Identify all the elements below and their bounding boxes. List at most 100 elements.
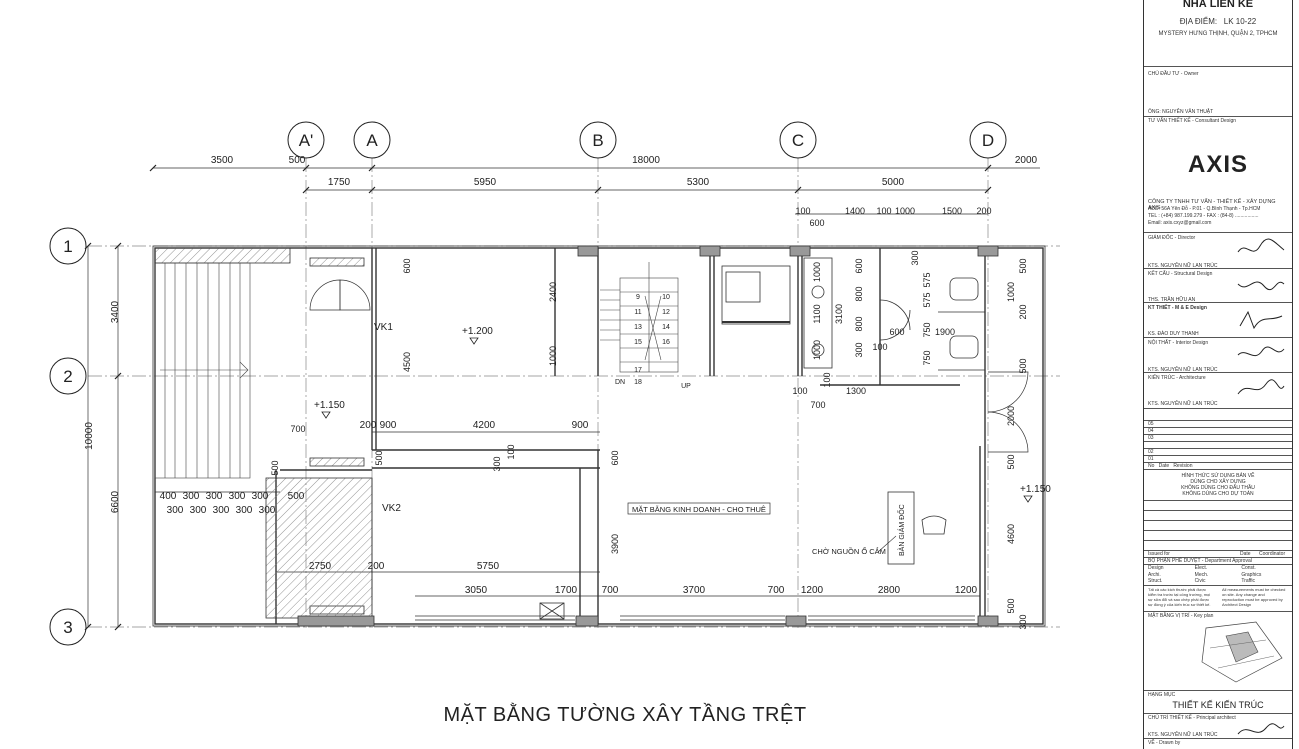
- dim-misc-600c: 600: [854, 258, 864, 273]
- dim-mid-900b: 900: [572, 420, 589, 431]
- dim-tread-300c: 300: [229, 491, 246, 502]
- signature-icon: [1237, 379, 1285, 395]
- grid-label-3: 3: [63, 618, 72, 637]
- dim-seg-5950: 5950: [474, 177, 497, 188]
- role-4-person: KTS. NGUYỄN NỮ LAN TRÚC: [1148, 401, 1218, 407]
- rev-01: 01: [1148, 456, 1154, 462]
- dim-misc-3100: 3100: [834, 304, 844, 324]
- elevator: [721, 265, 791, 325]
- dim-tread-300a: 300: [183, 491, 200, 502]
- company-email: Email: axis.cxyz@gmail.com: [1148, 220, 1212, 226]
- dim-left-10000: 10000: [84, 422, 95, 450]
- dim-misc-200: 200: [1018, 304, 1028, 319]
- dim-misc-1000d: 1000: [1006, 282, 1016, 302]
- dimension-ticks: [84, 164, 992, 631]
- dim-misc-1300: 1300: [846, 386, 866, 396]
- dept-approval: BỘ PHẬN PHÊ DUYỆT - Department Approval: [1148, 558, 1252, 564]
- dim-wc-600: 600: [809, 218, 824, 228]
- dim-misc-500e: 500: [1006, 454, 1016, 469]
- drawing-label: HẠNG MỤC: [1148, 692, 1176, 698]
- svg-text:BÀN GIÁM ĐỐC: BÀN GIÁM ĐỐC: [896, 504, 906, 556]
- grid-label-1: 1: [63, 237, 72, 256]
- dim-misc-500c: 500: [1018, 258, 1028, 273]
- dim-left-6600: 6600: [110, 490, 121, 513]
- dim-wc-100a: 100: [795, 206, 810, 216]
- grid-label-2: 2: [63, 367, 72, 386]
- dim-tread-300d: 300: [252, 491, 269, 502]
- internal-stair: [600, 262, 679, 373]
- grid-label-a: A: [366, 131, 378, 150]
- consultant-label: TƯ VẤN THIẾT KẾ - Consultant Design: [1148, 118, 1237, 124]
- dim-misc-2000: 2000: [1006, 406, 1016, 426]
- issued-row: Issued for Date Coordinator: [1144, 550, 1292, 558]
- dim-left-3400: 3400: [110, 300, 121, 323]
- dept-cells: Design Elect. Const. Archi. Mech. Graphi…: [1144, 564, 1292, 585]
- company-address: ADD: 56A Yên Đỗ - P.01 - Q.Bình Thạnh - …: [1148, 206, 1261, 212]
- grid-label-a-prime: A': [299, 131, 314, 150]
- wc-fixtures: [803, 257, 985, 371]
- role-1-title: KẾT CẤU - Structural Design: [1148, 271, 1213, 277]
- dim-misc-3900: 3900: [610, 534, 620, 554]
- dim-bot-3050: 3050: [465, 585, 488, 596]
- dim-misc-600a: 600: [402, 258, 412, 273]
- dim-wc-1500: 1500: [942, 206, 962, 216]
- zone-label-box: [627, 502, 771, 515]
- dept-traffic: Traffic: [1241, 578, 1255, 584]
- dept-elect: Elect.: [1194, 565, 1208, 571]
- dim-bot-1700: 1700: [555, 585, 578, 596]
- dim-misc-100d: 100: [822, 372, 832, 387]
- level-right-label: +1.150: [1020, 484, 1051, 495]
- stair-step-12: 12: [662, 309, 670, 316]
- dept-mech: Mech.: [1194, 571, 1209, 578]
- dim-top-2000: 2000: [1015, 155, 1038, 166]
- signature-icon: [1237, 723, 1285, 735]
- zone-label: MẶT BẰNG KINH DOANH - CHO THUÊ: [632, 505, 766, 514]
- dim-misc-750b: 750: [922, 350, 932, 365]
- rev-05: 05: [1148, 421, 1154, 427]
- stair-step-11: 11: [634, 309, 641, 316]
- location-value: LK 10-22: [1223, 17, 1257, 26]
- dim-misc-600b: 600: [610, 450, 620, 465]
- dim-misc-300d: 300: [1018, 614, 1028, 629]
- dim-low-2750: 2750: [309, 561, 332, 572]
- dim-misc-100c: 100: [792, 386, 807, 396]
- floor-plan: A' A B C D 1 2 3: [49, 121, 1060, 646]
- role-0-title: GIÁM ĐỐC - Director: [1148, 235, 1196, 241]
- dim-low-200: 200: [368, 561, 385, 572]
- dept-graphics: Graphics: [1241, 571, 1262, 578]
- dim-seg-5000: 5000: [882, 177, 905, 188]
- dim-wc-1000: 1000: [895, 206, 915, 216]
- signature-icon: [1239, 310, 1283, 330]
- signature-icon: [1237, 281, 1285, 291]
- dimension-lines: [87, 167, 1040, 627]
- dim-misc-1100: 1100: [812, 304, 822, 323]
- note-en: All measurements must be checked on site…: [1222, 587, 1286, 607]
- dim-misc-1900: 1900: [935, 327, 955, 337]
- dim-tread2-300c: 300: [213, 505, 230, 516]
- outlet-note: CHỜ NGUỒN Ổ CẮM: [812, 546, 886, 556]
- level-markers: [321, 337, 1033, 503]
- title-block: NHÀ LIÊN KẾ ĐỊA ĐIỂM: LK 10-22 MYSTERY H…: [1143, 0, 1293, 749]
- company-name: CÔNG TY TNHH TƯ VẤN - THIẾT KẾ - XÂY DỰN…: [1148, 199, 1276, 211]
- role-4-title: KIẾN TRÚC - Architecture: [1148, 375, 1206, 381]
- issued-coordinator: Coordinator: [1259, 551, 1286, 557]
- level-main-label: +1.200: [462, 326, 493, 337]
- vk1-label: VK1: [374, 322, 393, 333]
- dim-tread2-300b: 300: [190, 505, 207, 516]
- dim-misc-300a: 300: [492, 456, 502, 471]
- dim-tread2-300e: 300: [259, 505, 276, 516]
- dim-misc-1000a: 1000: [548, 346, 558, 366]
- stair-step-13: 13: [634, 324, 642, 331]
- role-3-person: KTS. NGUYỄN NỮ LAN TRÚC: [1148, 367, 1218, 373]
- stair-step-17: 17: [634, 367, 642, 374]
- rev-04: 04: [1148, 428, 1154, 434]
- dim-misc-300b: 300: [854, 342, 864, 357]
- stair-step-9: 9: [636, 294, 640, 301]
- rev-02: 02: [1148, 449, 1154, 455]
- dim-top-18000: 18000: [632, 155, 660, 166]
- rev-col-revision: Revision: [1173, 463, 1193, 469]
- dim-tread-400: 400: [160, 491, 177, 502]
- dim-top-500: 500: [289, 155, 306, 166]
- dim-misc-700a: 700: [290, 424, 305, 434]
- dim-bot-2800: 2800: [878, 585, 901, 596]
